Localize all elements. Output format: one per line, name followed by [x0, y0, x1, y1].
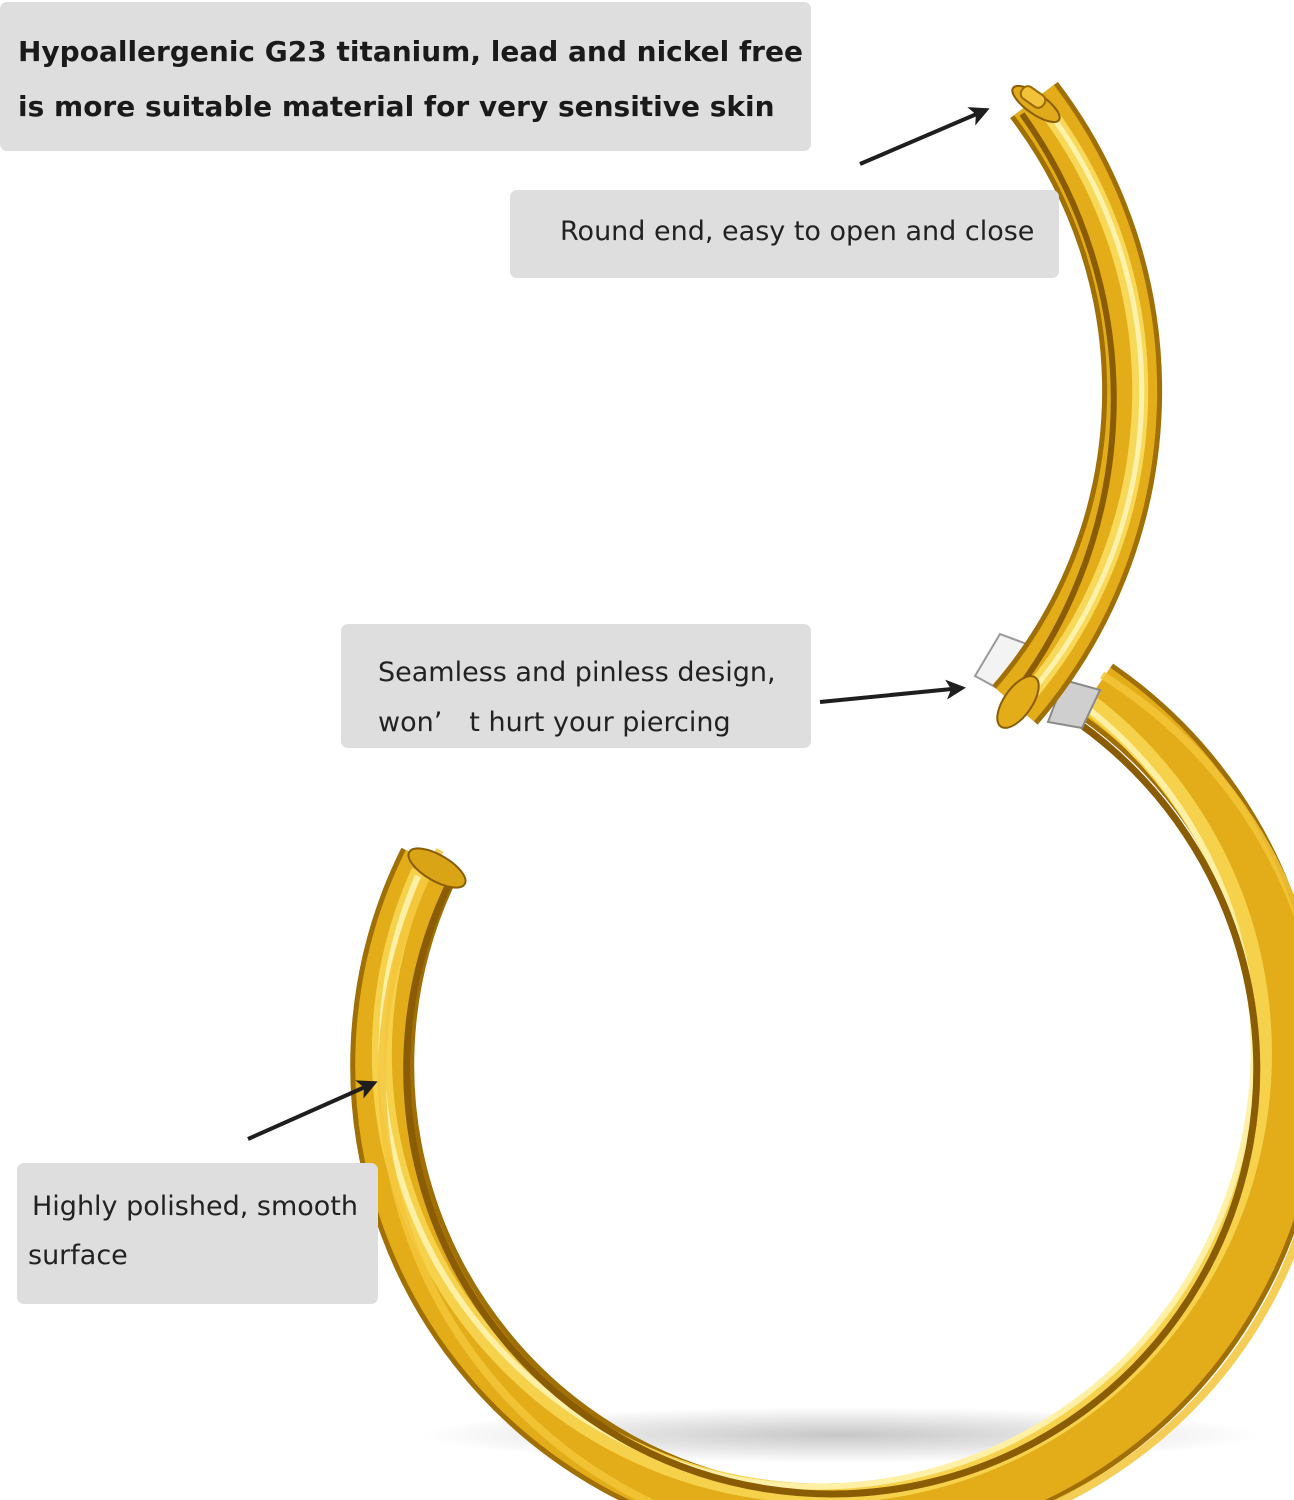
callout-hinge: Seamless and pinless design, won’ t hurt… [341, 624, 811, 748]
callout-material-line2: is more suitable material for very sensi… [18, 90, 775, 123]
callout-hinge-line2: won’ t hurt your piercing [378, 707, 731, 738]
callout-material: Hypoallergenic G23 titanium, lead and ni… [0, 2, 811, 151]
ring-lower-tip [407, 847, 467, 889]
callout-material-line1: Hypoallergenic G23 titanium, lead and ni… [18, 35, 803, 68]
ring-lower-segment [350, 663, 1294, 1500]
ring-upper-tip [1011, 84, 1061, 124]
arrow-to-hinge [819, 679, 966, 704]
callout-round-end-line1: Round end, easy to open and close [560, 216, 1035, 247]
callout-surface: Highly polished, smooth surface [17, 1163, 378, 1304]
ring-upper-segment [992, 81, 1163, 725]
arrow-to-surface [247, 1080, 378, 1141]
arrow-to-round-end [859, 107, 990, 166]
callout-round-end: Round end, easy to open and close [510, 190, 1059, 278]
hinge-cap [996, 675, 1040, 729]
callout-hinge-line1: Seamless and pinless design, [378, 657, 776, 688]
callout-surface-line2: surface [28, 1240, 128, 1271]
callout-surface-line1: Highly polished, smooth [32, 1191, 358, 1222]
